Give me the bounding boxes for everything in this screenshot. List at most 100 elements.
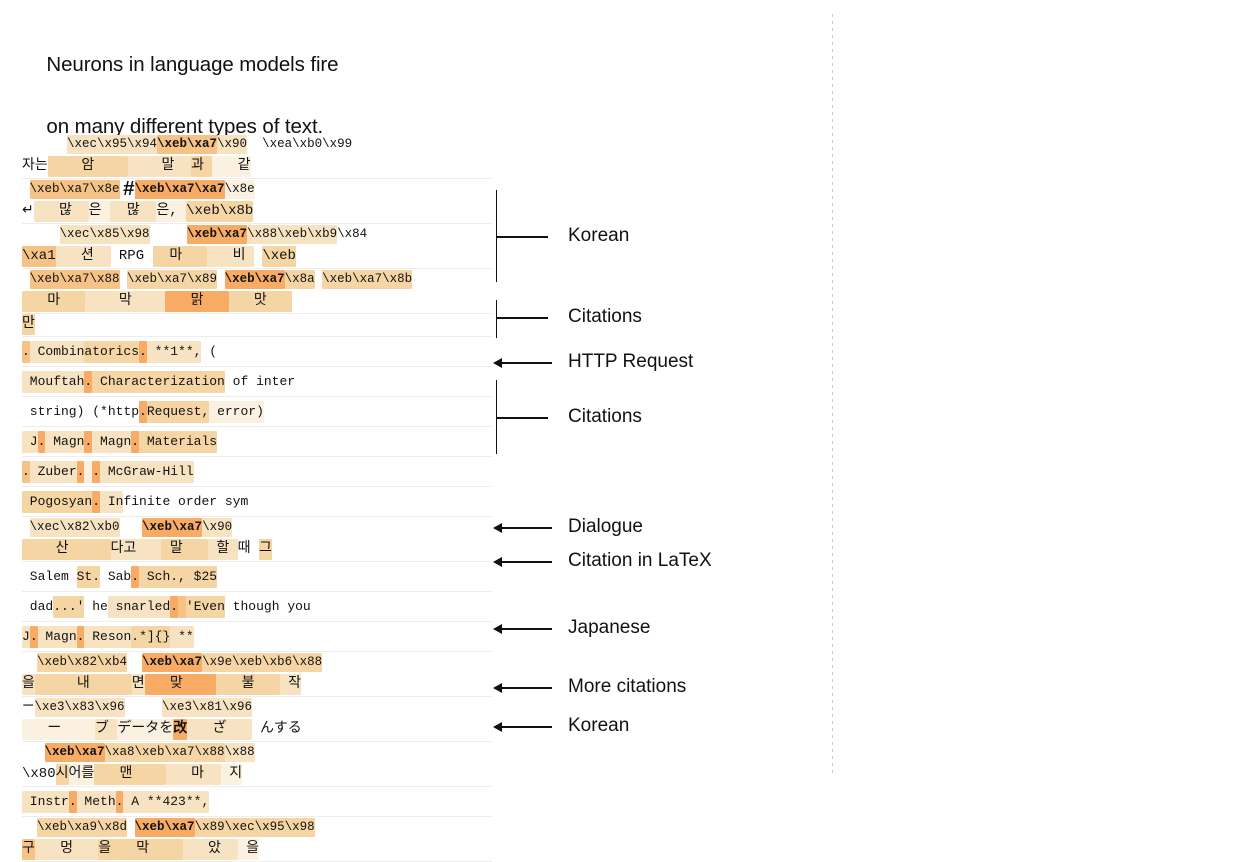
token: 을 <box>22 674 35 695</box>
token <box>22 818 37 837</box>
token: \x80 <box>22 766 56 782</box>
escape-sequence-line: \xec\x85\x98 \xeb\xa7\x88\xeb\xb9\x84 <box>22 224 492 246</box>
token: . <box>76 625 85 648</box>
token: he <box>84 598 108 614</box>
token: \xeb\xa7 <box>157 135 218 155</box>
token: Request, <box>146 400 210 423</box>
token: \xeb\xa7 <box>142 653 203 673</box>
token: snarled <box>107 595 171 618</box>
escape-sequence-line: \xeb\xa7\x8e \xeb\xa7\xa7\x8e <box>22 179 492 201</box>
token: Combin <box>29 340 85 363</box>
token: \x8a <box>284 270 315 290</box>
text-sample-row: 만 <box>22 314 492 337</box>
annotation-arrow-head <box>493 683 502 693</box>
token: \xeb\x8b <box>186 201 254 222</box>
token: ** <box>170 625 194 648</box>
annotation-arrow-head <box>493 358 502 368</box>
token: A **423**, <box>123 790 210 813</box>
text-sample-row: Salem St. Sab. Sch., $25 <box>22 562 492 592</box>
token: 멍 <box>34 839 99 860</box>
token: . <box>84 430 93 453</box>
token: 할 <box>207 539 238 560</box>
token: 면 <box>131 674 145 695</box>
text-sample-row: . Zuber. . McGraw-Hill <box>22 457 492 487</box>
token: 많 <box>109 201 157 222</box>
left-heading-line2: on many different types of text. <box>46 115 324 138</box>
token: . <box>22 340 30 363</box>
token <box>22 270 30 289</box>
token: . <box>37 430 46 453</box>
token <box>22 653 37 672</box>
glyph-line: 만 <box>22 314 492 336</box>
glyph-line: ー ブ データを改 ざ んする <box>22 719 492 741</box>
token: 았 <box>182 839 238 860</box>
text-sample-row: dad...' he snarled. 'Even though you <box>22 592 492 622</box>
escape-sequence-line: \xeb\xa9\x8d \xeb\xa7\x89\xec\x95\x98 <box>22 817 492 839</box>
annotation-label: Citations <box>568 406 642 427</box>
token: \x88 <box>224 743 255 763</box>
token: \x89\xec\x95\x98 <box>194 818 315 838</box>
token: . <box>92 460 101 483</box>
token: Sch., $25 <box>139 565 218 588</box>
token: \xa8\xeb\xa7\x88 <box>104 743 225 763</box>
token: 맨 <box>94 764 166 785</box>
token <box>22 180 30 199</box>
token <box>178 595 186 618</box>
token: 비 <box>207 246 254 267</box>
token: error) <box>209 400 264 423</box>
text-sample-row: Mouftah. Characterization of inter <box>22 367 492 397</box>
token: 그 <box>258 539 272 560</box>
token: .*]{} <box>131 625 171 648</box>
token <box>254 246 262 267</box>
token: ー <box>22 700 35 715</box>
annotation-label: Korean <box>568 225 630 246</box>
annotation-arrow-head <box>493 557 502 567</box>
token: finite order sym <box>123 493 249 509</box>
escape-sequence-line: \xeb\x82\xb4 \xeb\xa7\x9e\xeb\xb6\x88 <box>22 652 492 674</box>
glyph-line: 산 다고 말 할 때 그 <box>22 539 492 561</box>
token: . <box>68 790 77 813</box>
annotation-arrow-line <box>502 726 552 728</box>
token: \x9e\xeb\xb6\x88 <box>202 653 323 673</box>
token: . <box>76 460 85 483</box>
token: \xa1 <box>22 246 56 267</box>
annotation-arrow-head <box>493 722 502 732</box>
token: 불 <box>216 674 280 695</box>
token: \xeb\xa7 <box>187 225 248 245</box>
token: 어를 <box>68 764 95 785</box>
text-sample-row: Instr. Meth. A **423**, <box>22 787 492 817</box>
token: 만 <box>22 314 35 335</box>
token: \x84 <box>337 227 368 242</box>
mono-text-line: . Combinatorics. **1**, ( <box>22 337 492 366</box>
token: Salem <box>22 568 77 584</box>
text-sample-row: . Combinatorics. **1**, ( <box>22 337 492 367</box>
token: Mouftah <box>22 370 85 393</box>
token: St. <box>76 565 101 588</box>
annotation-tick <box>496 317 548 319</box>
text-sample-row: \xeb\xa7\xa8\xeb\xa7\x88\x88\x80시어를 맨 마 … <box>22 742 492 787</box>
escape-sequence-line: \xec\x82\xb0 \xeb\xa7\x90 <box>22 517 492 539</box>
token: Pogosyan <box>22 490 93 513</box>
token <box>120 180 135 199</box>
token: though you <box>224 598 311 614</box>
token: 맛 <box>228 291 292 312</box>
token: . <box>131 430 140 453</box>
annotation-bracket <box>496 300 498 338</box>
token: 작 <box>279 674 301 695</box>
token: \xeb\xa7\x89 <box>127 270 218 290</box>
text-sample-row: string) (*http.Request, error) <box>22 397 492 427</box>
token <box>150 225 188 244</box>
token: . <box>22 460 30 483</box>
text-sample-row: \xeb\xa7\x8e \xeb\xa7\xa7\x8e↵ 많 은 많 은, … <box>22 179 492 224</box>
token <box>120 518 143 537</box>
token: . <box>92 490 101 513</box>
token: 지 <box>220 764 243 785</box>
annotation-arrow-head <box>493 523 502 533</box>
glyph-line: 구 멍 을 막 았 을 <box>22 839 492 861</box>
token: . <box>139 340 147 363</box>
token: 막 <box>85 291 166 312</box>
token: Magn <box>92 430 132 453</box>
token: 은 <box>88 201 110 222</box>
